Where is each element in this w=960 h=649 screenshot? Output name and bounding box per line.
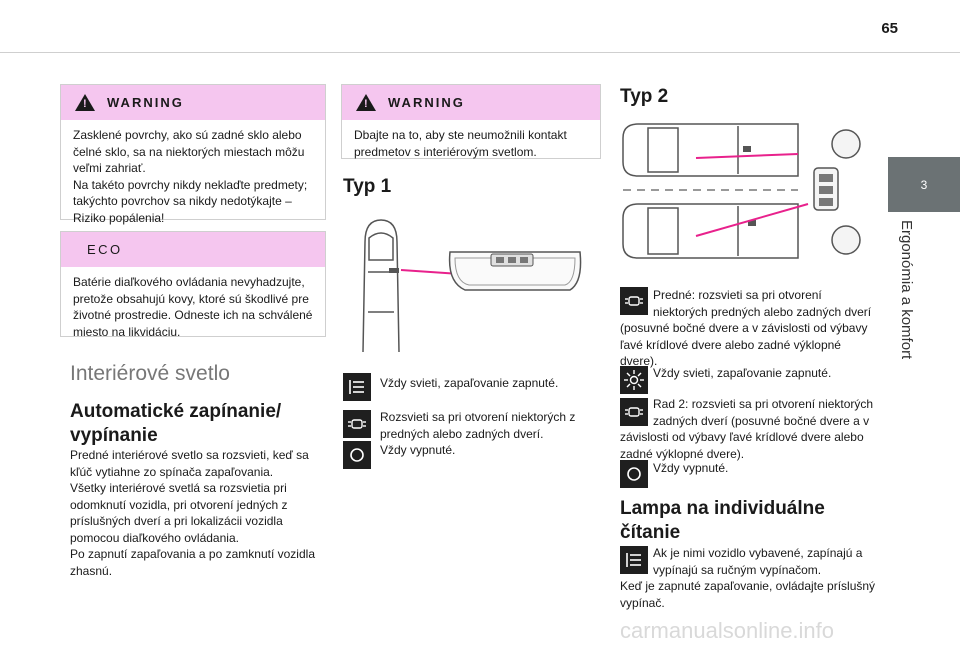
lamp-marker [389, 268, 399, 273]
eco-header: ECO [61, 232, 325, 267]
typ1-item-2-text: Rozsvieti sa pri otvorení niektorých z p… [380, 410, 576, 457]
reading-lamp-text: Ak je nimi vozidlo vybavené, zapínajú a … [620, 546, 876, 610]
typ2-item-2-text: Vždy svieti, zapaľovanie zapnuté. [653, 366, 832, 380]
warning-text: Zasklené povrchy, ako sú zadné sklo aleb… [73, 128, 308, 225]
typ1-title: Typ 1 [343, 176, 392, 197]
warning-box-2: WARNING Dbajte na to, aby ste neumožnili… [341, 84, 601, 159]
van-top-view-lower [622, 203, 799, 259]
warning-header: WARNING [342, 85, 600, 120]
beam-lines-icon [620, 546, 648, 574]
warning-label: WARNING [388, 95, 465, 110]
chapter-tab[interactable]: 3 [888, 157, 960, 212]
auto-text: Predné interiérové svetlo sa rozsvieti, … [70, 448, 315, 578]
pointer-line [400, 269, 461, 275]
auto-title: Automatické zapínanie/ vypínanie [70, 401, 282, 446]
warning-header: WARNING [61, 85, 325, 120]
sun-icon [620, 366, 648, 394]
door-light-icon [343, 410, 371, 438]
chapter-title-text: Ergonómia a komfort [898, 220, 915, 360]
section-title: Interiérové svetlo [70, 362, 230, 385]
warning-text: Dbajte na to, aby ste neumožnili kontakt… [354, 128, 567, 159]
typ2-item-1-text: Predné: rozsvieti sa pri otvorení niekto… [620, 288, 872, 368]
typ2-item-4-text: Vždy vypnuté. [653, 461, 729, 475]
lamp-marker-rear [748, 220, 756, 226]
eco-text: Batérie diaľkového ovládania nevyhadzujt… [73, 275, 313, 339]
typ2-illustration [622, 123, 861, 259]
warning-triangle-icon [75, 94, 95, 111]
door-light-icon [620, 287, 648, 315]
van-top-view [362, 219, 400, 353]
lamp-off-icon [343, 441, 371, 469]
header-rule [0, 52, 960, 53]
page-number: 65 [881, 20, 898, 37]
overhead-lamp-unit [448, 251, 582, 291]
van-top-view-upper [622, 123, 799, 177]
eco-box: ECO Batérie diaľkového ovládania nevyhad… [60, 231, 326, 339]
pointer-line-front [695, 153, 799, 159]
warning-box-1: WARNING Zasklené povrchy, ako sú zadné s… [60, 84, 326, 225]
watermark: carmanualsonline.info [620, 618, 835, 643]
door-light-icon [620, 398, 648, 426]
warning-label: WARNING [107, 95, 184, 110]
pointer-line-rear [695, 203, 809, 237]
reading-lamp-title: Lampa na individuálne čítanie [620, 498, 825, 543]
chapter-title: Ergonómia a komfort [895, 220, 917, 370]
typ1-illustration [362, 219, 582, 353]
typ2-item-3-text: Rad 2: rozsvieti sa pri otvorení niektor… [620, 397, 874, 461]
beam-lines-icon [343, 373, 371, 401]
typ2-title: Typ 2 [620, 86, 669, 107]
eco-label: ECO [87, 242, 123, 257]
lamp-off-icon [620, 460, 648, 488]
lamp-marker-front [743, 146, 751, 152]
warning-triangle-icon [356, 94, 376, 111]
typ1-item-1-text: Vždy svieti, zapaľovanie zapnuté. [380, 376, 559, 390]
